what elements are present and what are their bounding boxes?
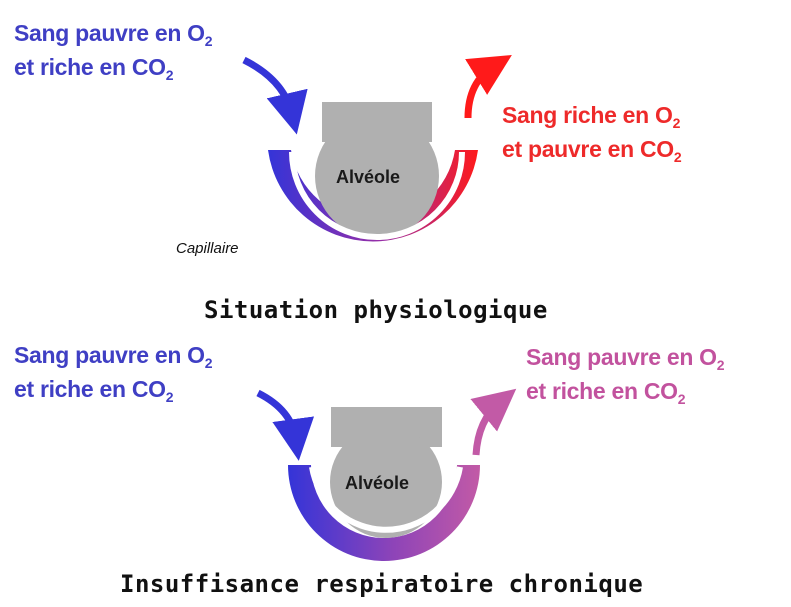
- top-diagram: [242, 54, 512, 242]
- bottom-in-arrow-icon: [256, 389, 315, 461]
- bottom-diagram: [256, 388, 517, 561]
- bottom-capillary: [288, 465, 480, 561]
- top-left-label: Sang pauvre en O2 et riche en CO2: [14, 20, 213, 83]
- top-alveole-shape: [315, 102, 439, 238]
- top-alveole-label: Alvéole: [336, 167, 401, 187]
- top-in-arrow-icon: [242, 56, 308, 135]
- top-out-arrow-icon: [464, 54, 512, 119]
- top-caption: Situation physiologique: [204, 296, 548, 324]
- top-gap-ring: [289, 151, 465, 240]
- bottom-left-label: Sang pauvre en O2 et riche en CO2: [14, 342, 213, 405]
- bottom-out-arrow-icon: [470, 388, 517, 456]
- bottom-caption: Insuffisance respiratoire chronique: [120, 570, 644, 598]
- top-right-label: Sang riche en O2 et pauvre en CO2: [502, 102, 682, 165]
- bottom-right-label: Sang pauvre en O2 et riche en CO2: [526, 344, 725, 407]
- bottom-gap-ring: [309, 466, 463, 533]
- bottom-alveole-label: Alvéole: [345, 473, 410, 493]
- bottom-alveole-shape: [330, 407, 442, 538]
- capillary-label: Capillaire: [176, 240, 239, 257]
